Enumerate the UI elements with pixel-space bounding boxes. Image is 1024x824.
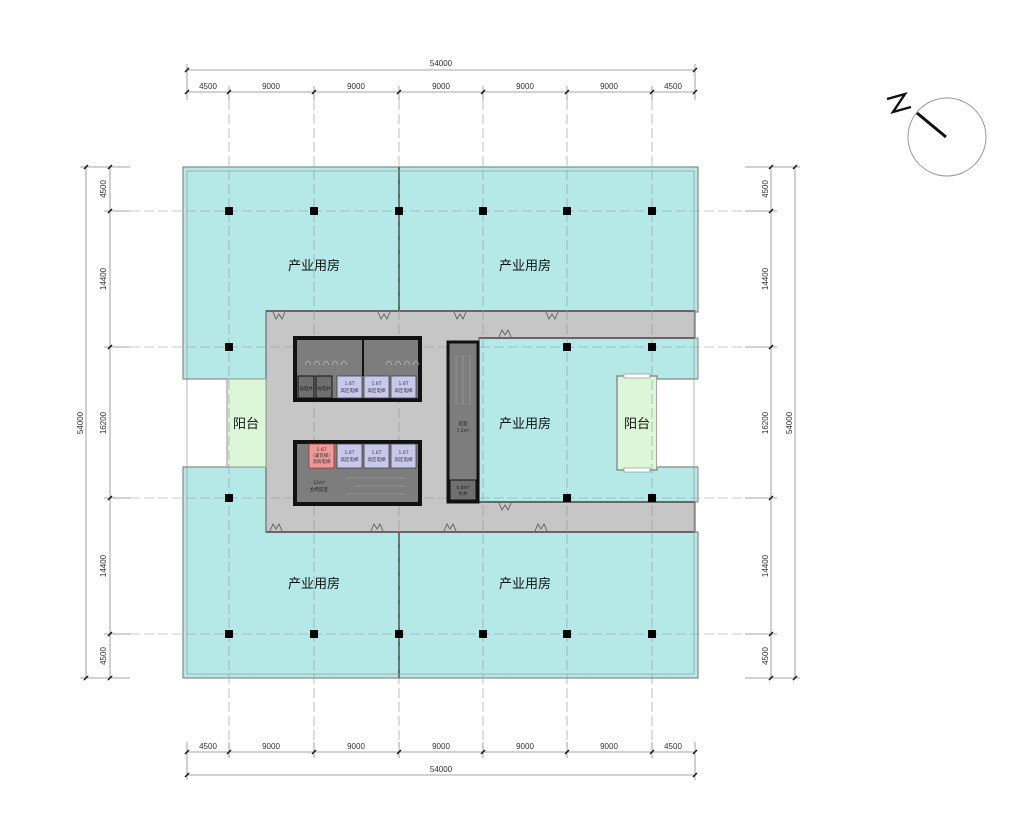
svg-text:1.6T: 1.6T — [372, 381, 382, 387]
elevator-upper-1: 1.6T 高区电梯 — [336, 375, 363, 399]
door-swings — [269, 311, 559, 532]
room-label-industrial-sw: 产业用房 — [288, 576, 340, 592]
right-dim-3: 16200 — [761, 411, 770, 434]
left-dim-1: 4500 — [99, 180, 108, 198]
left-dim-3: 16200 — [99, 411, 108, 434]
room-industrial-ne — [398, 166, 699, 313]
lobby-name: 合用前室 — [310, 486, 328, 493]
room-label-industrial-nw: 产业用房 — [288, 258, 340, 274]
bottom-dimension-ticks — [184, 749, 698, 778]
svg-text:高区电梯: 高区电梯 — [395, 456, 413, 463]
top-dim-7: 4500 — [664, 82, 682, 91]
top-dim-2: 9000 — [262, 82, 280, 91]
side-stair-core: 前室 7.2m² 6.8m² 水井 — [446, 340, 480, 504]
svg-text:1.6T: 1.6T — [345, 381, 355, 387]
svg-text:高区电梯: 高区电梯 — [341, 456, 359, 463]
svg-text:1.6T: 1.6T — [372, 450, 382, 456]
top-dim-3: 9000 — [347, 82, 365, 91]
bottom-dim-7: 4500 — [664, 742, 682, 751]
water-room-area: 6.8m² — [456, 485, 470, 491]
svg-text:1.6T: 1.6T — [317, 447, 327, 453]
right-dim-1: 4500 — [761, 180, 770, 198]
svg-text:1.6T: 1.6T — [345, 450, 355, 456]
left-dim-4: 14400 — [99, 554, 108, 577]
left-dimension-ticks — [83, 164, 113, 681]
water-room-name: 水井 — [459, 490, 468, 497]
room-label-balcony-west: 阳台 — [233, 417, 259, 432]
svg-text:高区电梯: 高区电梯 — [341, 387, 359, 394]
room-label-balcony-east: 阳台 — [624, 417, 650, 432]
elevator-upper-2: 1.6T 高区电梯 — [363, 375, 390, 399]
elevator-lower-3: 1.6T 高区电梯 — [390, 443, 417, 469]
lobby-area: 12m² — [313, 480, 325, 486]
room-label-industrial-e: 产业用房 — [499, 416, 551, 432]
top-dim-4: 9000 — [432, 82, 450, 91]
balcony-west — [226, 378, 267, 468]
svg-text:消防电梯: 消防电梯 — [313, 458, 331, 465]
outer-wall-inner-line — [186, 170, 695, 675]
left-overall-dimension: 54000 — [76, 411, 85, 434]
shaft-label-weak-electric: 弱电井 — [317, 385, 331, 392]
structural-columns — [225, 207, 656, 638]
room-label-industrial-ne: 产业用房 — [499, 258, 551, 274]
svg-text:(兼货梯): (兼货梯) — [313, 452, 330, 459]
right-dim-2: 14400 — [761, 267, 770, 290]
right-dimension-chain — [745, 166, 800, 679]
right-dim-4: 14400 — [761, 554, 770, 577]
svg-text:1.6T: 1.6T — [399, 450, 409, 456]
bottom-dim-3: 9000 — [347, 742, 365, 751]
top-dimension-ticks — [184, 67, 698, 95]
right-dim-5: 4500 — [761, 647, 770, 665]
left-dim-2: 14400 — [99, 267, 108, 290]
bottom-dim-1: 4500 — [199, 742, 217, 751]
room-industrial-se — [398, 531, 699, 679]
bottom-dimension-chain — [186, 742, 696, 780]
svg-text:高区电梯: 高区电梯 — [395, 387, 413, 394]
top-dim-5: 9000 — [516, 82, 534, 91]
right-dimension-ticks — [768, 164, 798, 681]
bottom-dim-4: 9000 — [432, 742, 450, 751]
svg-text:高区电梯: 高区电梯 — [368, 456, 386, 463]
svg-text:1.6T: 1.6T — [399, 381, 409, 387]
fire-elevator: 1.6T (兼货梯) 消防电梯 — [308, 443, 335, 469]
bottom-overall-dimension: 54000 — [430, 765, 453, 774]
east-facade-recess — [657, 379, 702, 467]
top-dim-1: 4500 — [199, 82, 217, 91]
left-dimension-chain — [80, 166, 130, 679]
elevator-upper-3: 1.6T 高区电梯 — [390, 375, 417, 399]
elevator-lower-2: 1.6T 高区电梯 — [363, 443, 390, 469]
side-room-area: 7.2m² — [456, 428, 470, 434]
bottom-dim-6: 9000 — [600, 742, 618, 751]
north-arrow-n-icon — [886, 91, 912, 115]
side-room-name: 前室 — [459, 420, 468, 427]
svg-text:高区电梯: 高区电梯 — [368, 387, 386, 394]
right-overall-dimension: 54000 — [785, 411, 794, 434]
bottom-dim-5: 9000 — [516, 742, 534, 751]
shaft-label-electric: 强电井 — [299, 385, 313, 392]
left-dim-5: 4500 — [99, 647, 108, 665]
bottom-dim-2: 9000 — [262, 742, 280, 751]
top-dim-6: 9000 — [600, 82, 618, 91]
room-label-industrial-se: 产业用房 — [499, 576, 551, 592]
top-overall-dimension: 54000 — [430, 59, 453, 68]
north-arrow — [886, 91, 987, 177]
elevator-lower-1: 1.6T 高区电梯 — [336, 443, 363, 469]
